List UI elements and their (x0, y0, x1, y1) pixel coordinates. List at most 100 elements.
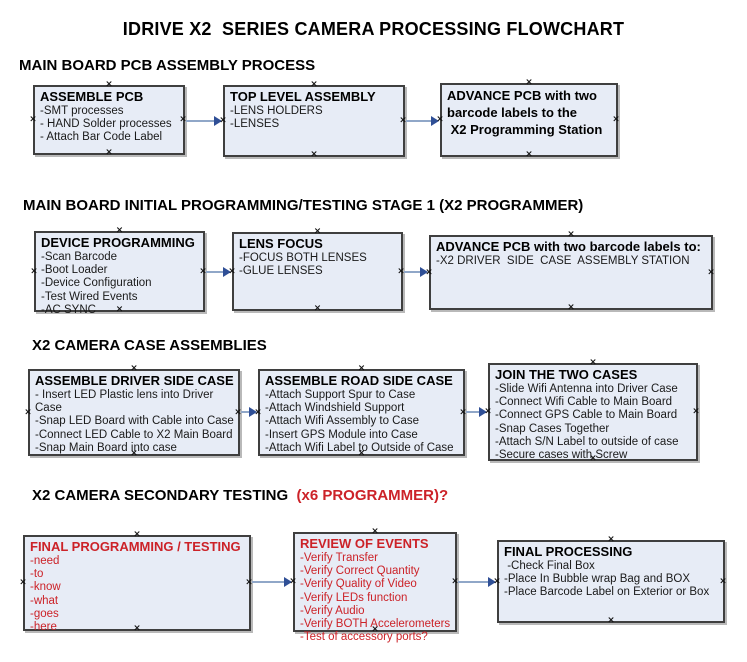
anchor-x-icon: × (105, 79, 113, 90)
anchor-x-icon: × (371, 526, 379, 537)
box-title: JOIN THE TWO CASES (495, 367, 638, 382)
arrow-line (404, 271, 422, 273)
anchor-x-icon: × (234, 407, 242, 417)
flow-arrow (466, 407, 487, 417)
flow-box-assemble-driver-side-case: ASSEMBLE DRIVER SIDE CASE - Insert LED P… (24, 364, 242, 459)
anchor-x-icon: × (179, 114, 187, 125)
anchor-x-icon: × (357, 448, 366, 459)
flow-arrow (206, 267, 231, 277)
anchor-x-icon: × (692, 406, 700, 417)
box-title: ASSEMBLE DRIVER SIDE CASE (35, 373, 234, 388)
flow-box-lens-focus: LENS FOCUS -FOCUS BOTH LENSES-GLUE LENSE… (228, 227, 405, 314)
box-items: -Verify Transfer-Verify Correct Quantity… (300, 552, 451, 644)
anchor-x-icon: × (397, 266, 405, 276)
flow-box-review-of-events: REVIEW OF EVENTS -Verify Transfer-Verify… (289, 527, 459, 643)
flow-arrow (458, 577, 496, 587)
anchor-x-icon: × (30, 266, 38, 276)
box-item: -Verify Audio (300, 604, 365, 617)
box-item: -FOCUS BOTH LENSES (239, 252, 367, 264)
anchor-x-icon: × (425, 267, 433, 277)
heading-black-part: X2 CAMERA SECONDARY TESTING (32, 487, 297, 504)
anchor-x-icon: × (310, 79, 318, 90)
anchor-x-icon: × (525, 149, 533, 160)
heading-red-part: (x6 PROGRAMMER)? (296, 487, 449, 504)
box-item: -Check Final Box (504, 560, 595, 572)
anchor-x-icon: × (313, 303, 322, 314)
anchor-x-icon: × (245, 577, 253, 588)
box-item: -here (30, 621, 57, 634)
arrow-head-icon (488, 577, 496, 587)
box-items: -Check Final Box-Place In Bubble wrap Ba… (504, 560, 719, 600)
box-item: -Verify Transfer (300, 552, 378, 564)
box-item: -Slide Wifi Antenna into Driver Case (495, 383, 678, 395)
box-title: FINAL PROCESSING (504, 544, 633, 559)
section-heading-case-assemblies: X2 CAMERA CASE ASSEMBLIES (32, 337, 267, 354)
box-item: -Boot Loader (41, 264, 108, 277)
anchor-x-icon: × (484, 406, 492, 417)
box-items: -LENS HOLDERS-LENSES (230, 105, 399, 131)
arrow-line (406, 120, 433, 122)
box-item: -Verify Quality of Video (300, 578, 417, 591)
box-item: -Attach Windshield Support (265, 402, 405, 415)
anchor-x-icon: × (493, 576, 501, 586)
box-title: DEVICE PROGRAMMING (41, 235, 195, 250)
box-item: -Snap Main Board into case (35, 441, 177, 454)
box-item: - Insert LED Plastic lens into Driver Ca… (35, 389, 217, 415)
box-item: -Verify LEDs function (300, 591, 408, 604)
flow-arrow (241, 407, 257, 417)
arrow-line (206, 271, 225, 273)
box-item: - HAND Solder processes (40, 118, 172, 131)
anchor-x-icon: × (228, 266, 236, 276)
box-item: -LENS HOLDERS (230, 105, 323, 117)
anchor-x-icon: × (130, 448, 138, 459)
box-title: REVIEW OF EVENTS (300, 536, 429, 551)
box-item: -Snap LED Board with Cable into Case (35, 415, 234, 428)
anchor-x-icon: × (399, 115, 407, 126)
anchor-x-icon: × (607, 534, 615, 545)
anchor-x-icon: × (451, 576, 459, 587)
box-item: -Test of accessory ports? (300, 631, 428, 644)
arrow-line (241, 411, 251, 413)
box-title: LENS FOCUS (239, 236, 323, 251)
anchor-x-icon: × (219, 115, 227, 126)
box-item: -Attach Support Spur to Case (265, 389, 416, 401)
anchor-x-icon: × (199, 266, 207, 276)
box-item: -Place Barcode Label on Exterior or Box (504, 586, 710, 599)
anchor-x-icon: × (24, 407, 32, 417)
box-item: -Connect LED Cable to X2 Main Board (35, 428, 233, 441)
box-item: -what (30, 594, 59, 607)
flow-arrow (404, 267, 428, 277)
box-item: -know (30, 581, 61, 594)
flow-box-top-level-assembly: TOP LEVEL ASSEMBLY -LENS HOLDERS-LENSES … (219, 80, 407, 160)
box-item: -Connect Wifi Cable to Main Board (495, 396, 673, 409)
flow-box-final-processing: FINAL PROCESSING -Check Final Box-Place … (493, 535, 727, 625)
box-items: - Insert LED Plastic lens into Driver Ca… (35, 389, 234, 455)
flow-arrow (406, 116, 439, 126)
box-item: -Verify Correct Quantity (300, 565, 420, 578)
arrow-line (186, 120, 216, 122)
anchor-x-icon: × (357, 363, 366, 374)
section-heading-pcb-assembly: MAIN BOARD PCB ASSEMBLY PROCESS (19, 57, 316, 74)
box-title: ADVANCE PCB with two barcode labels to t… (447, 88, 603, 137)
section-heading-secondary-testing: X2 CAMERA SECONDARY TESTING (x6 PROGRAMM… (32, 487, 448, 504)
arrow-head-icon (223, 267, 231, 277)
flow-box-final-programming-testing: FINAL PROGRAMMING / TESTING -need-to-kno… (19, 530, 253, 634)
box-item: -GLUE LENSES (239, 265, 323, 278)
anchor-x-icon: × (130, 363, 138, 374)
anchor-x-icon: × (567, 302, 575, 313)
box-item: -Connect GPS Cable to Main Board (495, 409, 678, 422)
anchor-x-icon: × (310, 149, 318, 160)
box-item: -to (30, 568, 44, 581)
arrow-head-icon (431, 116, 439, 126)
flow-arrow (186, 116, 222, 126)
arrow-line (458, 581, 490, 583)
box-title: ASSEMBLE PCB (40, 89, 144, 104)
box-item: -Snap Cases Together (495, 422, 610, 435)
anchor-x-icon: × (115, 225, 124, 236)
anchor-x-icon: × (29, 114, 37, 125)
box-item: -Attach Wifi Label to Outside of Case (265, 441, 454, 454)
box-item: -Device Configuration (41, 277, 152, 290)
box-title: ADVANCE PCB with two barcode labels to: (436, 239, 701, 254)
anchor-x-icon: × (105, 147, 113, 158)
